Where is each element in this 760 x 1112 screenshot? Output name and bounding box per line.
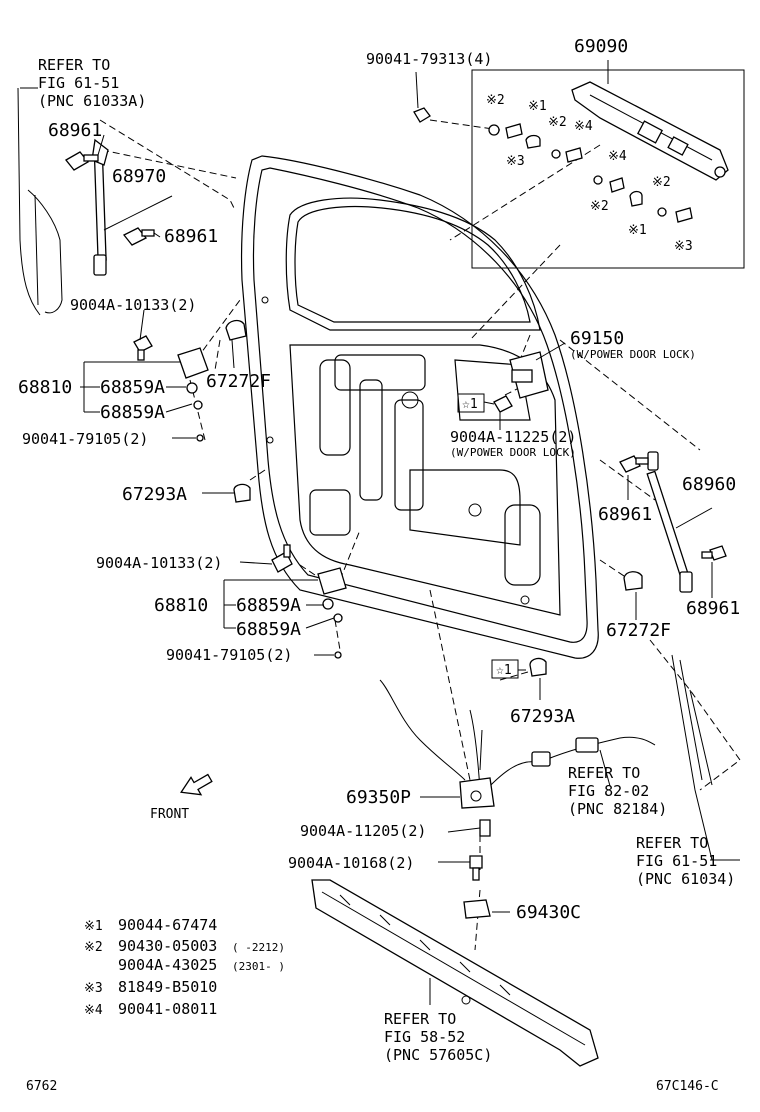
label-68960: 68960 — [682, 474, 736, 495]
inset-mark-2a: ※2 — [486, 93, 505, 108]
lower-reinforcement — [311, 879, 599, 1067]
label-9004a-11225: 9004A-11225(2) — [450, 428, 576, 446]
stud-bolt-68961-upper — [65, 151, 99, 171]
nut-90041-79313 — [413, 107, 431, 123]
label-69150-note: (W/POWER DOOR LOCK) — [570, 348, 696, 361]
legend-range-2: ( -2212) — [232, 941, 285, 954]
handle-inset-box — [471, 69, 745, 269]
label-67293a-b: 67293A — [510, 706, 575, 727]
inset-mark-1b: ※1 — [628, 223, 647, 238]
footer-right: 67C146-C — [656, 1079, 719, 1094]
right-pillar — [671, 654, 713, 861]
label-68859a-c: 68859A — [236, 595, 301, 616]
label-refer-right-3: (PNC 61034) — [636, 870, 735, 888]
label-69150: 69150 — [570, 328, 624, 349]
label-67272f-b: 67272F — [606, 620, 671, 641]
label-9004a-10168: 9004A-10168(2) — [288, 854, 414, 872]
label-68859a-d: 68859A — [236, 619, 301, 640]
bolt-9004a-11205 — [479, 819, 491, 837]
legend-part-1: 90044-67474 — [118, 916, 217, 934]
inset-mark-2c: ※2 — [652, 175, 671, 190]
legend-part-2: 90430-05003 — [118, 937, 217, 955]
legend-part-3: 81849-B5010 — [118, 978, 217, 996]
inset-mark-2d: ※2 — [590, 199, 609, 214]
label-68961-d: 68961 — [686, 598, 740, 619]
label-68970: 68970 — [112, 166, 166, 187]
back-door-panel — [240, 155, 599, 659]
label-90041-79313: 90041-79313(4) — [366, 50, 492, 68]
footer-left: 6762 — [26, 1079, 57, 1094]
label-68810-b: 68810 — [154, 595, 208, 616]
label-67293a-a: 67293A — [122, 484, 187, 505]
label-67272f-a: 67272F — [206, 371, 271, 392]
legend-mark-4: ※4 — [84, 1003, 103, 1018]
label-refer-top-left-2: FIG 61-51 — [38, 74, 119, 92]
hinge-lower — [271, 544, 347, 659]
label-star1-a: ☆1 — [462, 397, 478, 412]
inset-mark-3a: ※3 — [506, 154, 525, 169]
bumper-67293a-left — [233, 483, 251, 503]
label-front: FRONT — [150, 807, 189, 822]
label-68859a-a: 68859A — [100, 377, 165, 398]
bolt-9004a-10168 — [469, 855, 483, 881]
legend-mark-1: ※1 — [84, 919, 103, 934]
stud-bolt-68961-right-lower — [701, 545, 727, 561]
label-refer-bottom-3: (PNC 57605C) — [384, 1046, 492, 1064]
label-68961-a: 68961 — [48, 120, 102, 141]
label-9004a-11205: 9004A-11205(2) — [300, 822, 426, 840]
label-68961-c: 68961 — [598, 504, 652, 525]
label-68859a-b: 68859A — [100, 402, 165, 423]
legend-part-4: 90041-08011 — [118, 1000, 217, 1018]
label-refer-right-1: REFER TO — [636, 834, 708, 852]
label-refer-mid-3: (PNC 82184) — [568, 800, 667, 818]
inset-mark-2b: ※2 — [548, 115, 567, 130]
label-69350p: 69350P — [346, 787, 411, 808]
solid-leaders — [80, 60, 740, 1005]
front-arrow-icon — [180, 773, 213, 796]
label-69090: 69090 — [574, 36, 628, 57]
label-69430c: 69430C — [516, 902, 581, 923]
inset-mark-3b: ※3 — [674, 239, 693, 254]
label-9004a-10133-b: 9004A-10133(2) — [96, 554, 222, 572]
legend-mark-3: ※3 — [84, 981, 103, 996]
label-star1-b: ☆1 — [496, 663, 512, 678]
label-refer-top-left-1: REFER TO — [38, 56, 110, 74]
label-68810-a: 68810 — [18, 377, 72, 398]
label-90041-79105-a: 90041-79105(2) — [22, 430, 148, 448]
label-refer-mid-2: FIG 82-02 — [568, 782, 649, 800]
left-pillar — [17, 87, 63, 316]
striker-69430c — [463, 899, 491, 919]
stud-bolt-68961-lower — [122, 227, 155, 246]
legend-mark-2: ※2 — [84, 940, 103, 955]
label-9004a-11225-note: (W/POWER DOOR LOCK) — [450, 446, 576, 459]
label-refer-top-left-3: (PNC 61033A) — [38, 92, 146, 110]
legend-part-2b: 9004A-43025 — [118, 956, 217, 974]
hinge-upper — [133, 335, 209, 442]
stud-bolt-68961-right-upper — [619, 455, 649, 473]
lock-assembly-69350p — [379, 679, 656, 809]
label-refer-bottom-1: REFER TO — [384, 1010, 456, 1028]
lock-actuator-69150 — [493, 351, 549, 413]
bumper-67272f-left — [225, 319, 247, 341]
bumper-67293a-right — [529, 657, 547, 677]
label-refer-right-2: FIG 61-51 — [636, 852, 717, 870]
label-68961-b: 68961 — [164, 226, 218, 247]
inset-mark-4a: ※4 — [574, 119, 593, 134]
label-refer-mid-1: REFER TO — [568, 764, 640, 782]
gas-stay-right — [646, 451, 693, 593]
star1-box-b — [491, 659, 519, 679]
label-90041-79105-b: 90041-79105(2) — [166, 646, 292, 664]
label-refer-bottom-2: FIG 58-52 — [384, 1028, 465, 1046]
legend: ※1 90044-67474 ※2 90430-05003 ( -2212) 9… — [84, 916, 285, 1018]
inset-mark-4b: ※4 — [608, 149, 627, 164]
labels: REFER TO FIG 61-51 (PNC 61033A) 68961 68… — [18, 36, 740, 1064]
inset-mark-1a: ※1 — [528, 99, 547, 114]
label-9004a-10133-a: 9004A-10133(2) — [70, 296, 196, 314]
legend-range-2b: (2301- ) — [232, 960, 285, 973]
bumper-67272f-right — [623, 571, 643, 591]
star1-box-a — [457, 393, 485, 413]
